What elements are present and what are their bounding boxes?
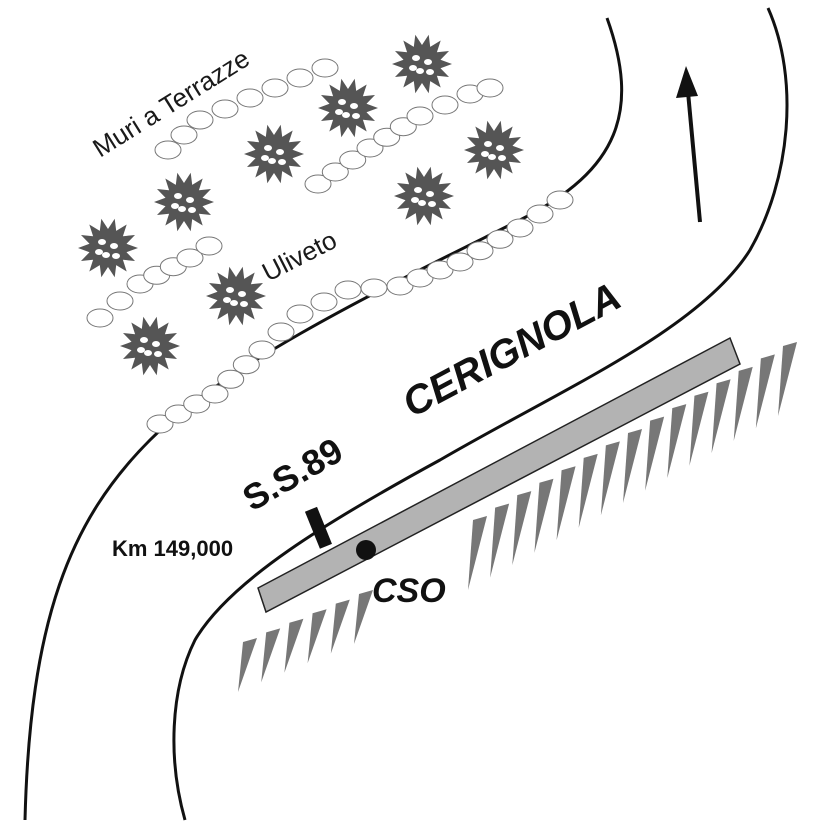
wall-stone (267, 322, 295, 342)
olive-tree-icon (154, 172, 214, 232)
wall-stone (486, 229, 514, 249)
town-label: CERIGNOLA (396, 274, 629, 426)
wall-stone (86, 308, 114, 328)
cso-point (356, 540, 376, 560)
slope-hachure-icon (330, 599, 350, 654)
wall-stone (106, 291, 134, 311)
slope-hachure-icon (645, 416, 665, 491)
direction-arrow-icon (676, 66, 702, 223)
slope-hachure-icon (778, 342, 797, 416)
wall-stone (304, 174, 332, 194)
road-edge-right (172, 7, 789, 821)
wall-stone (546, 190, 574, 210)
wall-stone (286, 304, 314, 324)
road-label: S.S.89 (236, 429, 350, 519)
slope-hachure-icon (534, 478, 554, 553)
wall-stone (170, 125, 198, 145)
wall-stone (232, 355, 260, 375)
wall-stone (217, 369, 245, 389)
wall-stone (286, 68, 314, 88)
slope-hachure-icon (578, 453, 598, 528)
wall-stone (176, 248, 204, 268)
wall-stone (406, 106, 434, 126)
wall-stone (211, 99, 239, 119)
km-label: Km 149,000 (112, 536, 233, 561)
slope-hachure-icon (600, 441, 620, 516)
terrace-walls (86, 58, 574, 434)
wall-stone (146, 414, 174, 434)
wall-stone (154, 140, 182, 160)
slope-hachure-icon (689, 391, 709, 466)
wall-stone (311, 58, 339, 78)
cso-label: CSO (372, 572, 446, 610)
slope-hachure-icon (512, 491, 532, 566)
wall-stone (476, 78, 504, 98)
wall-stone (186, 110, 214, 130)
olive-tree-icon (464, 120, 524, 180)
olive-tree-icon (318, 78, 378, 138)
wall-stone (466, 241, 494, 261)
wall-stone (261, 78, 289, 98)
olive-grove (78, 34, 524, 376)
wall-stone (506, 218, 534, 238)
olive-tree-icon (120, 316, 180, 376)
olive-tree-icon (392, 34, 452, 94)
wall-stone (339, 150, 367, 170)
olive-tree-icon (394, 166, 454, 226)
slope-hachure-icon (556, 466, 576, 541)
slope-hachure-icon (623, 429, 642, 503)
slope-hachure-icon (733, 366, 753, 441)
km-marker-post (304, 506, 332, 549)
wall-stone (526, 204, 554, 224)
slope-hachure-icon (354, 590, 373, 644)
slope-hachure-icon (755, 354, 775, 429)
slope-hachure-icon (468, 516, 487, 590)
slope-hachure-icon (667, 404, 687, 479)
olive-tree-icon (244, 124, 304, 184)
slope-hachure-icon (307, 609, 327, 664)
slope-hachure-icon (238, 638, 257, 692)
wall-stone (321, 162, 349, 182)
road-edge-left (23, 17, 624, 821)
wall-stone (431, 95, 459, 115)
slope-hachure-icon (284, 618, 304, 673)
wall-stone (195, 236, 223, 256)
slope-hachures (238, 342, 797, 692)
slope-hachure-icon (261, 628, 281, 683)
wall-stone (201, 384, 229, 404)
uliveto-label: Uliveto (257, 225, 341, 288)
wall-stone (183, 394, 211, 414)
embankment-band (257, 336, 741, 614)
wall-stone (446, 252, 474, 272)
slope-hachure-icon (711, 379, 731, 454)
olive-tree-icon (78, 218, 138, 278)
wall-stone (334, 280, 362, 300)
wall-stone (164, 404, 192, 424)
wall-stone (248, 340, 276, 360)
slope-hachure-icon (490, 503, 510, 578)
wall-stone (360, 278, 388, 298)
olive-tree-icon (206, 266, 266, 326)
wall-stone (310, 292, 338, 312)
wall-stone (236, 88, 264, 108)
